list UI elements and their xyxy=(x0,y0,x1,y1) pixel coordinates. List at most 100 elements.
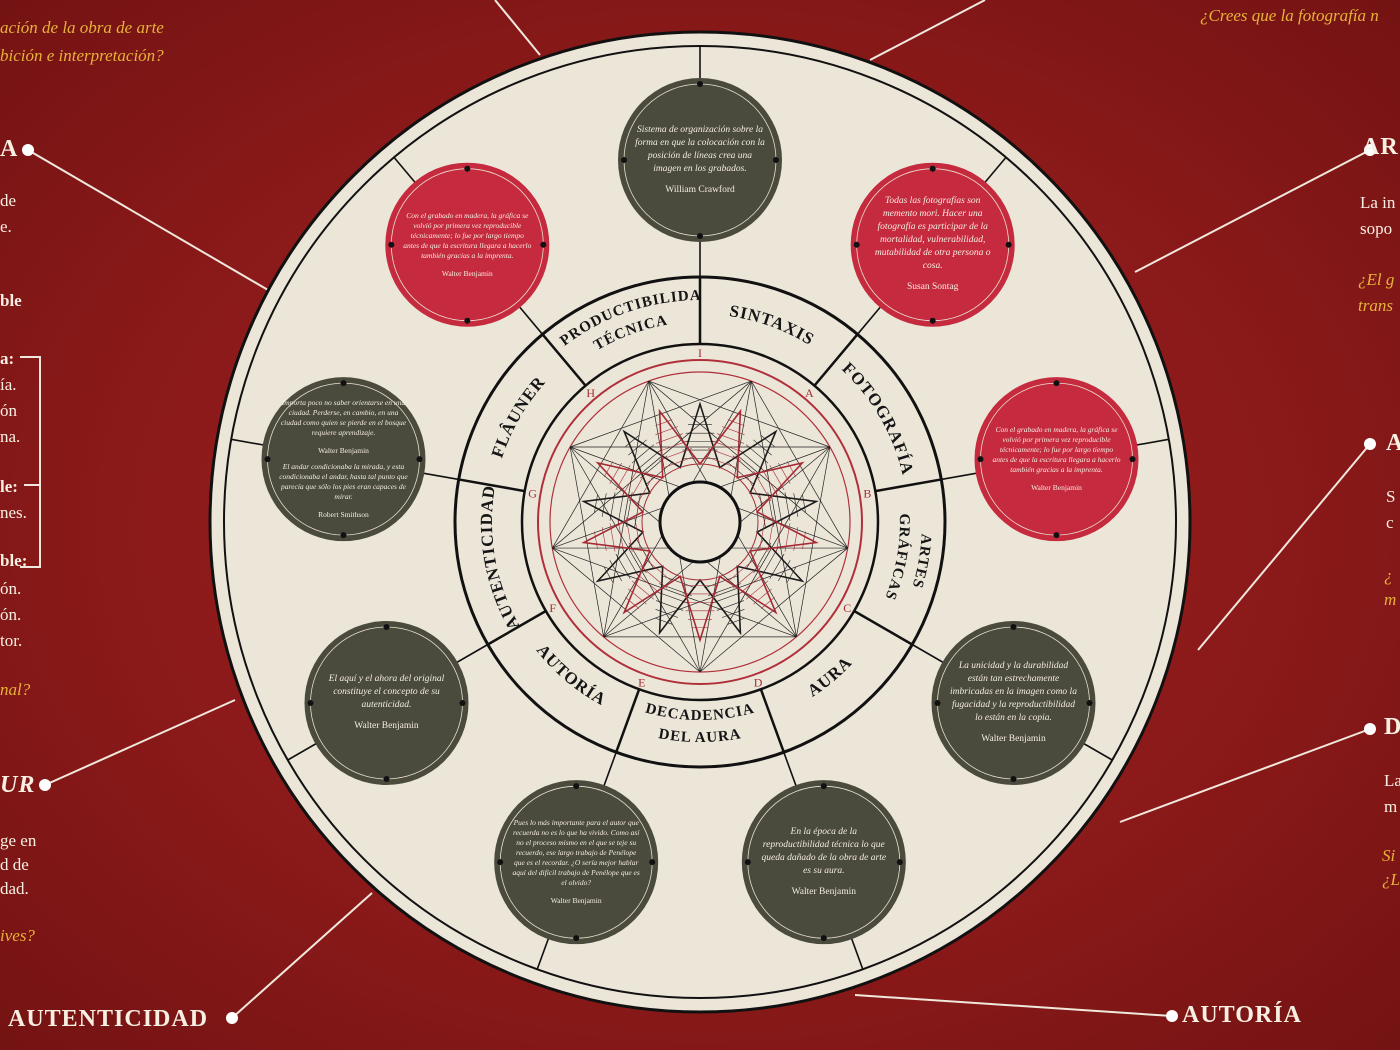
quote-circle-dot xyxy=(1005,241,1012,248)
quote-circle xyxy=(304,621,469,785)
geometry-line xyxy=(551,380,650,549)
geometry-line xyxy=(648,380,831,448)
red-star-hatch xyxy=(753,588,772,605)
geometry-line xyxy=(603,380,650,637)
right-heading-ar: AR xyxy=(1362,134,1399,160)
autoria-heading: AUTORÍA xyxy=(1182,1002,1302,1028)
black-star-hatch xyxy=(631,444,655,464)
inner-divider xyxy=(813,333,859,387)
quote-body: Sistema de organización sobre la forma e… xyxy=(635,124,765,174)
quote-circle xyxy=(741,780,906,945)
geometry-line xyxy=(552,547,797,638)
inner-divider xyxy=(458,478,525,493)
left-text: ía. xyxy=(0,375,17,394)
inner-divider xyxy=(759,688,785,753)
black-star-hatch xyxy=(625,435,640,448)
red-star-hatch xyxy=(655,433,684,444)
red-star-hatch xyxy=(760,596,775,609)
quote-circle-dot xyxy=(264,456,271,463)
quote-body: La unicidad y la durabilidad están tan e… xyxy=(950,661,1077,723)
black-star-hatch xyxy=(760,435,775,448)
quote-circles xyxy=(261,78,1139,945)
inner-sector-dividers xyxy=(458,277,942,753)
quote-text: Con el grabado en madera, la gráfica se … xyxy=(402,183,532,307)
red-star-hatch xyxy=(739,572,765,595)
quote-circle xyxy=(974,377,1139,542)
red-star-hatch xyxy=(761,467,778,496)
quote-body: Pues lo más importante para el autor que… xyxy=(512,818,640,888)
sector-label: DEL AURA xyxy=(657,726,742,746)
quote-circle-dot xyxy=(1086,700,1093,706)
center-hole xyxy=(658,480,742,564)
inner-divider xyxy=(541,333,587,387)
geometry-line xyxy=(552,547,701,673)
star-core-ring xyxy=(641,463,759,581)
red-star-hatch xyxy=(609,523,616,552)
left-text: d de xyxy=(0,855,29,874)
geometry-line xyxy=(648,380,848,549)
red-star-hatch xyxy=(712,440,743,453)
left-question: ives? xyxy=(0,926,35,945)
geometry-line xyxy=(750,380,849,549)
black-star-hatch xyxy=(778,560,791,582)
right-heading-d: D xyxy=(1384,714,1400,740)
geometry-line xyxy=(569,446,701,673)
autenticidad-heading: AUTENTICIDAD xyxy=(8,1006,209,1032)
quote-circle-dot xyxy=(929,165,936,172)
quote-circle-dot xyxy=(929,317,936,324)
bracket xyxy=(20,356,41,568)
quote-text: En la época de la reproductibilidad técn… xyxy=(759,800,889,924)
quote-body: Con el grabado en madera, la gráfica se … xyxy=(992,425,1121,475)
quote-author: Susan Sontag xyxy=(906,282,959,293)
red-star-hatch xyxy=(721,426,745,435)
black-star-hatch xyxy=(601,493,607,517)
geometry-line xyxy=(796,446,831,637)
quote-author: Walter Benjamin xyxy=(791,886,856,897)
quote-circle-dot xyxy=(340,380,347,387)
quote-circle xyxy=(850,162,1015,327)
red-star-hatch xyxy=(625,596,640,609)
right-text: La in xyxy=(1360,193,1396,212)
left-text: a: xyxy=(0,349,15,368)
inner-divider xyxy=(853,609,913,646)
black-star-hatch xyxy=(603,566,614,583)
right-heading-a: A xyxy=(1386,430,1400,456)
black-star-hatch xyxy=(761,548,778,577)
red-star-hatch xyxy=(657,440,688,453)
red-star-hatch xyxy=(778,462,791,484)
letter-label: E xyxy=(638,676,645,690)
red-star-hatch xyxy=(634,515,641,551)
geometry-line xyxy=(699,547,848,673)
black-star-hatch xyxy=(609,560,622,582)
left-text: le: xyxy=(0,477,18,496)
letter-label: B xyxy=(863,486,871,500)
quote-text: Todas las fotografías son memento mori. … xyxy=(868,183,998,307)
letter-label: C xyxy=(843,601,851,615)
quote-circle xyxy=(494,780,659,945)
red-star-hatch xyxy=(793,527,799,551)
quote-circle-dot xyxy=(649,859,656,866)
red-star-hatch xyxy=(603,461,614,478)
left-question: nal? xyxy=(0,680,31,699)
quote-circle-dot xyxy=(573,783,580,790)
quote-text: Pues lo más importante para el autor que… xyxy=(511,800,641,924)
black-star-hatch xyxy=(617,492,624,525)
quote-circle-dot xyxy=(573,935,580,942)
quote-circle-dot xyxy=(340,532,347,539)
red-letter-ring xyxy=(537,359,863,685)
red-star-hatch xyxy=(625,517,633,552)
black-star-hatch xyxy=(655,600,684,611)
red-star-hatch xyxy=(609,462,622,484)
left-text: ble: xyxy=(0,551,28,570)
quote-author: Walter Benjamin xyxy=(441,268,493,278)
right-question: ¿L xyxy=(1382,870,1400,889)
quote-circle-dot xyxy=(464,317,471,324)
black-star-hatch xyxy=(655,609,679,618)
quote-text: Con el grabado en madera, la gráfica se … xyxy=(992,397,1122,521)
quote-circle-dot xyxy=(934,700,941,706)
left-heading-a: A xyxy=(0,136,19,162)
red-star-hatch xyxy=(745,474,765,506)
right-text: m xyxy=(1384,797,1398,816)
